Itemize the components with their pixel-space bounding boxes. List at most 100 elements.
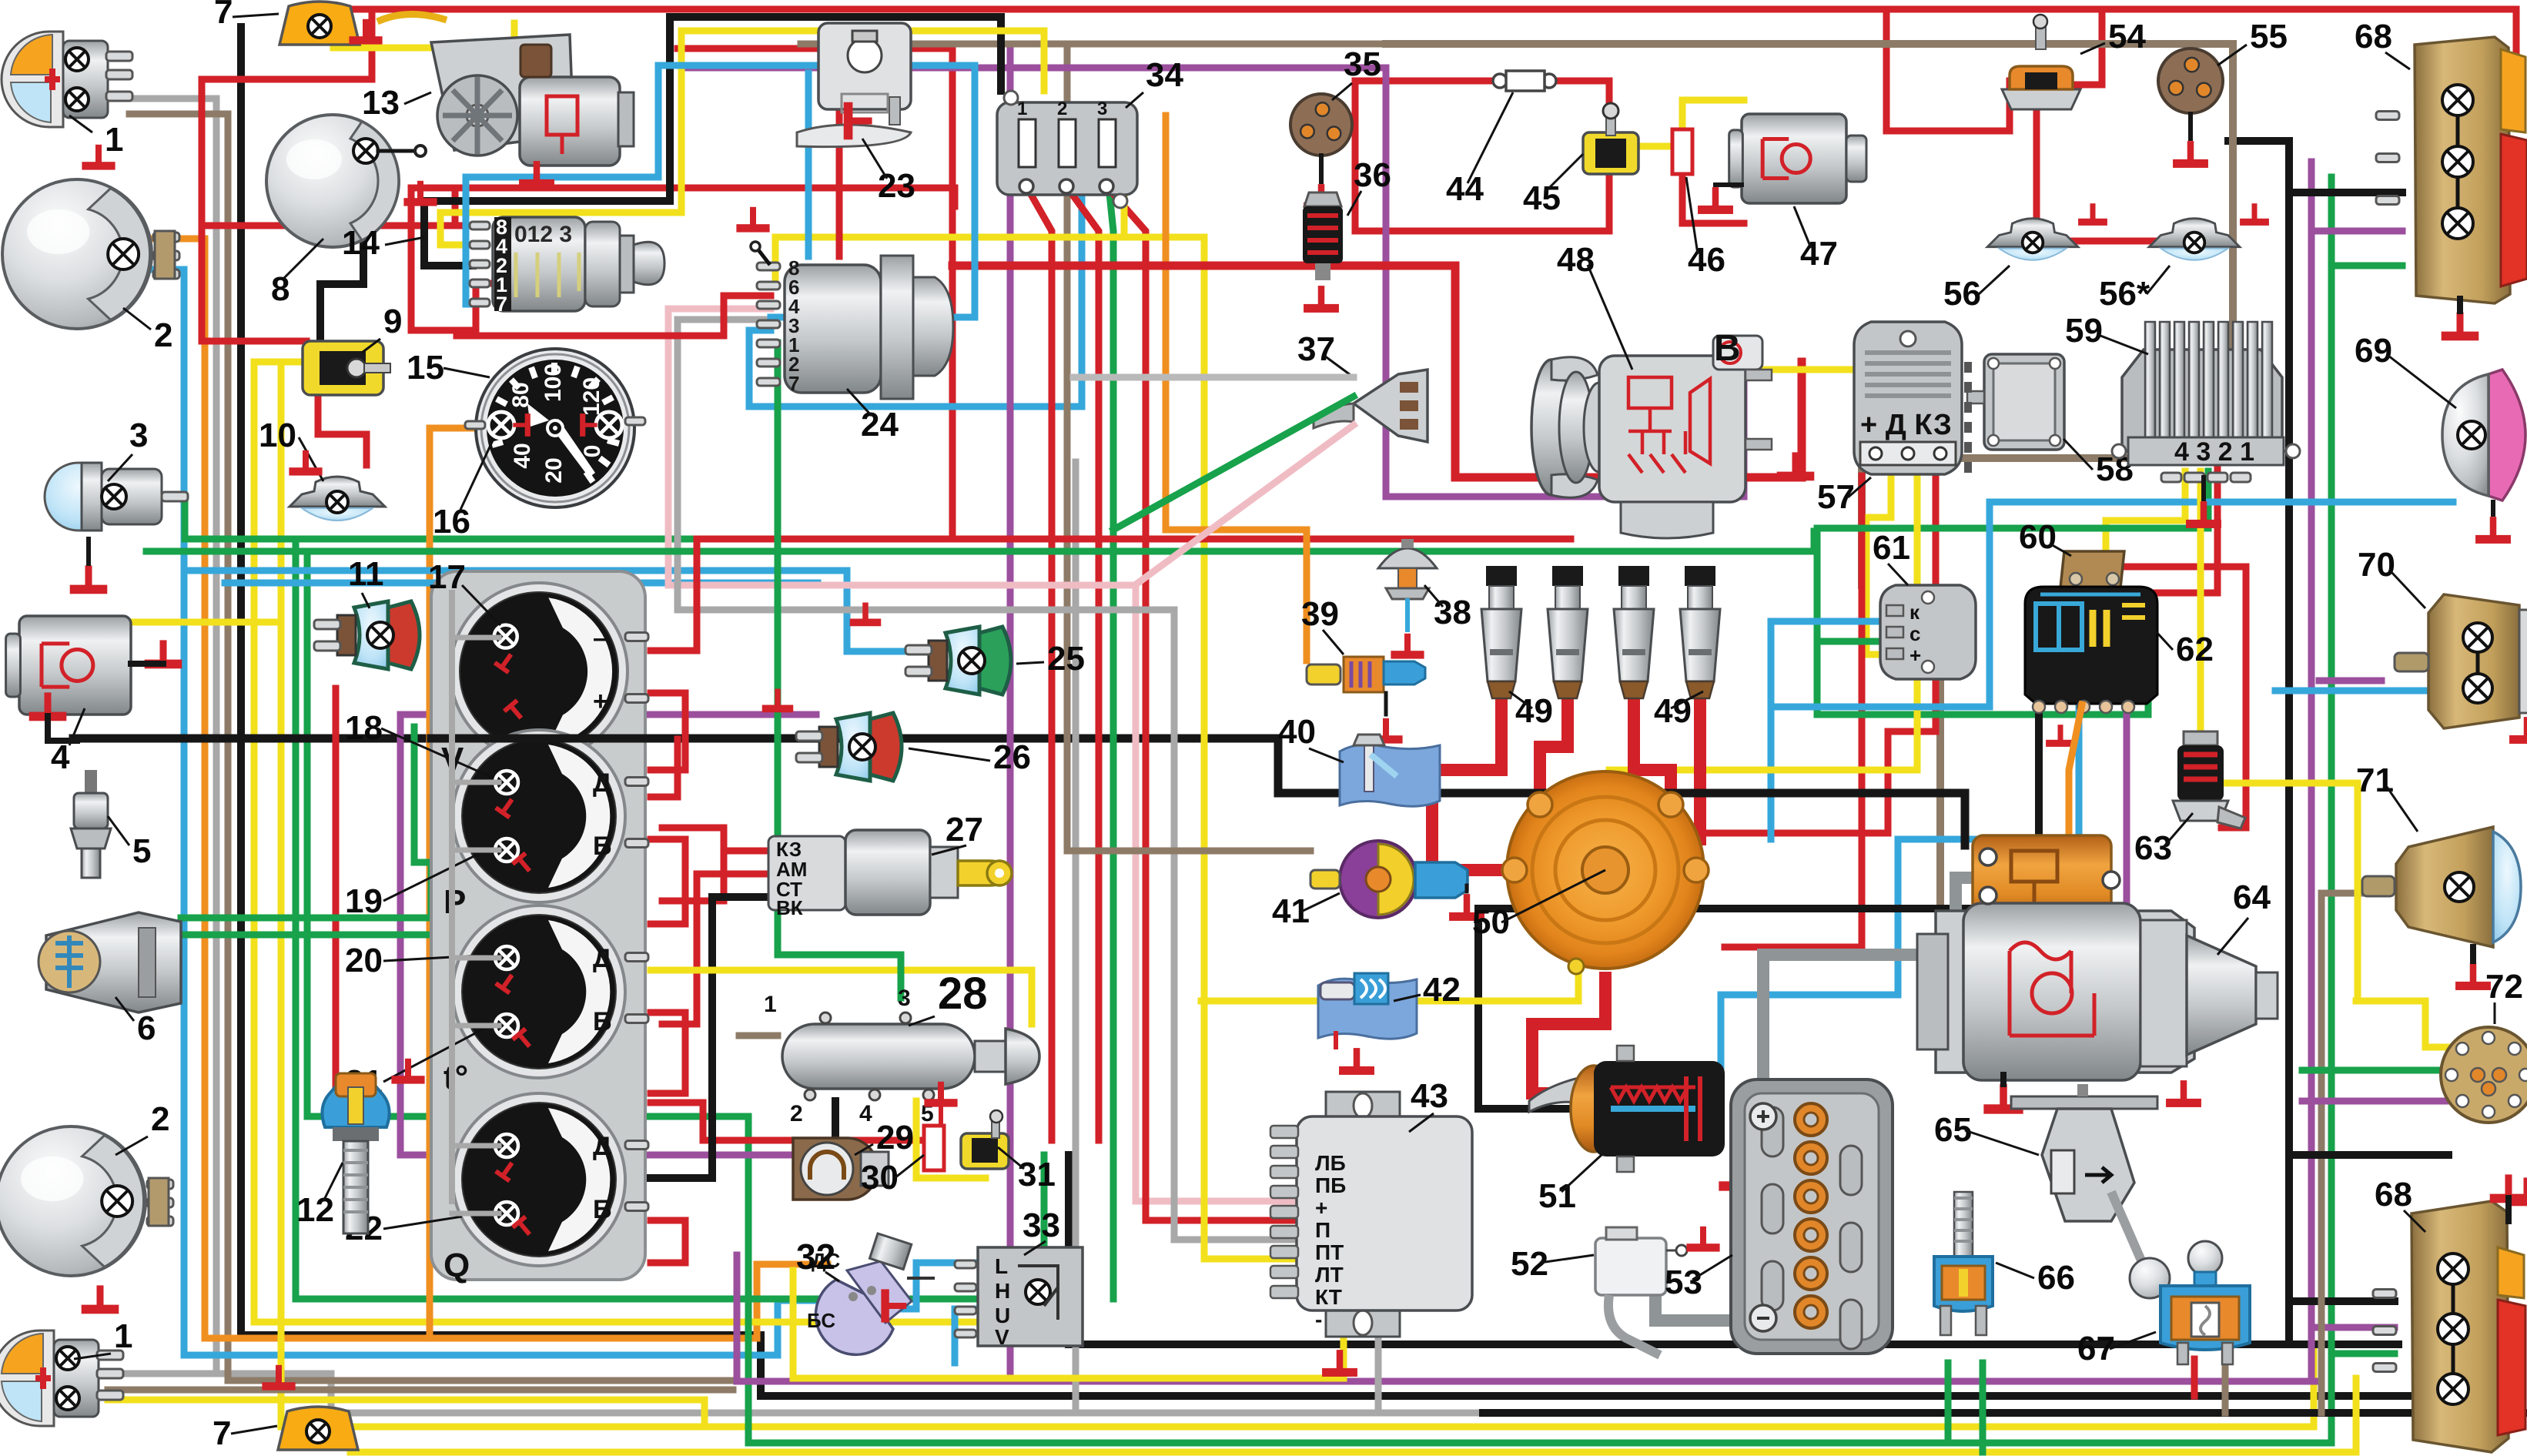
svg-text:V: V — [995, 1325, 1009, 1349]
svg-text:8: 8 — [788, 256, 799, 279]
svg-text:ВК: ВК — [776, 896, 803, 919]
svg-text:44: 44 — [1446, 170, 1484, 208]
svg-text:1: 1 — [114, 1317, 132, 1355]
svg-text:17: 17 — [428, 558, 466, 596]
svg-text:+ Д КЗ: + Д КЗ — [1860, 409, 1952, 441]
svg-text:26: 26 — [993, 738, 1031, 776]
svg-text:37: 37 — [1297, 330, 1335, 368]
svg-text:61: 61 — [1873, 529, 1910, 567]
svg-text:012 3: 012 3 — [514, 222, 572, 247]
svg-text:18: 18 — [345, 709, 383, 747]
svg-text:7: 7 — [213, 1414, 231, 1452]
svg-text:32: 32 — [796, 1237, 835, 1277]
svg-text:–: – — [593, 624, 607, 653]
svg-text:Д: Д — [593, 944, 611, 973]
svg-text:П: П — [1315, 1218, 1330, 1242]
svg-text:ДС: ДС — [812, 1249, 841, 1272]
svg-text:55: 55 — [2250, 18, 2288, 55]
svg-text:49: 49 — [1654, 692, 1692, 730]
svg-text:68: 68 — [2355, 18, 2392, 55]
svg-text:52: 52 — [1511, 1245, 1548, 1283]
svg-text:39: 39 — [1301, 595, 1339, 633]
svg-text:56*: 56* — [2099, 275, 2150, 313]
svg-text:11: 11 — [348, 555, 384, 593]
svg-text:67: 67 — [2077, 1330, 2115, 1367]
svg-text:7: 7 — [496, 293, 507, 316]
svg-text:Б: Б — [593, 1195, 611, 1224]
svg-text:71: 71 — [2356, 761, 2394, 799]
svg-text:48: 48 — [1557, 241, 1595, 279]
svg-text:2: 2 — [496, 254, 507, 277]
svg-text:БС: БС — [807, 1309, 835, 1332]
svg-text:59: 59 — [2065, 312, 2103, 350]
svg-text:8: 8 — [496, 216, 507, 239]
svg-text:3: 3 — [788, 314, 799, 337]
svg-text:5: 5 — [132, 832, 151, 870]
svg-text:2: 2 — [154, 316, 172, 354]
svg-text:69: 69 — [2355, 332, 2392, 370]
svg-text:5: 5 — [921, 1101, 934, 1126]
svg-text:Б: Б — [593, 832, 611, 861]
svg-text:4: 4 — [51, 738, 70, 776]
svg-text:+: + — [1909, 644, 1921, 667]
svg-text:1: 1 — [1017, 99, 1027, 119]
svg-text:64: 64 — [2233, 879, 2271, 916]
svg-text:Д: Д — [593, 768, 611, 798]
svg-text:3: 3 — [898, 986, 911, 1011]
svg-text:35: 35 — [1344, 45, 1381, 83]
svg-text:Н: Н — [995, 1279, 1010, 1303]
svg-text:1: 1 — [105, 121, 123, 159]
svg-text:60: 60 — [2019, 518, 2057, 556]
svg-text:120: 120 — [579, 377, 604, 416]
svg-text:L: L — [995, 1254, 1008, 1278]
svg-text:70: 70 — [2358, 546, 2395, 584]
svg-text:100: 100 — [541, 363, 566, 402]
svg-text:АМ: АМ — [776, 858, 807, 881]
svg-text:10: 10 — [259, 417, 296, 454]
svg-text:1: 1 — [496, 273, 507, 296]
svg-text:72: 72 — [2485, 968, 2523, 1006]
svg-text:КТ: КТ — [1315, 1285, 1342, 1309]
svg-text:3: 3 — [129, 417, 148, 454]
svg-text:ПБ: ПБ — [1315, 1173, 1346, 1197]
svg-text:U: U — [995, 1304, 1010, 1327]
svg-text:2: 2 — [1057, 99, 1067, 119]
svg-text:27: 27 — [946, 811, 983, 848]
svg-text:40: 40 — [1278, 713, 1316, 751]
svg-text:45: 45 — [1523, 179, 1561, 217]
svg-text:6: 6 — [137, 1009, 156, 1047]
svg-text:7: 7 — [214, 0, 233, 31]
svg-text:53: 53 — [1665, 1264, 1702, 1301]
svg-text:62: 62 — [2176, 631, 2214, 668]
svg-text:+: + — [593, 687, 608, 716]
svg-text:56: 56 — [1943, 275, 1981, 313]
svg-text:Д: Д — [593, 1132, 611, 1161]
svg-text:СТ: СТ — [776, 878, 802, 901]
svg-text:с: с — [1909, 622, 1920, 645]
svg-text:31: 31 — [1018, 1156, 1056, 1193]
svg-text:20: 20 — [541, 457, 567, 483]
svg-text:15: 15 — [407, 349, 444, 387]
svg-text:-: - — [1315, 1307, 1322, 1331]
svg-text:3: 3 — [1097, 99, 1107, 119]
svg-text:1: 1 — [764, 992, 777, 1017]
svg-text:16: 16 — [433, 503, 470, 541]
svg-text:7: 7 — [788, 372, 799, 395]
svg-text:ПТ: ПТ — [1315, 1240, 1344, 1264]
svg-text:4: 4 — [859, 1101, 872, 1126]
svg-text:к: к — [1909, 601, 1920, 624]
svg-text:2: 2 — [788, 353, 799, 376]
svg-text:80: 80 — [508, 382, 534, 407]
svg-text:46: 46 — [1688, 241, 1725, 279]
svg-text:0: 0 — [580, 445, 605, 458]
svg-text:40: 40 — [510, 443, 535, 468]
svg-text:B: B — [1714, 328, 1741, 369]
svg-text:12: 12 — [296, 1191, 334, 1229]
svg-text:38: 38 — [1434, 594, 1471, 631]
svg-text:25: 25 — [1047, 640, 1085, 678]
svg-text:13: 13 — [362, 84, 400, 122]
svg-text:КЗ: КЗ — [776, 838, 802, 861]
svg-text:29: 29 — [876, 1119, 914, 1156]
svg-text:6: 6 — [788, 276, 799, 299]
svg-text:68: 68 — [2375, 1176, 2412, 1213]
